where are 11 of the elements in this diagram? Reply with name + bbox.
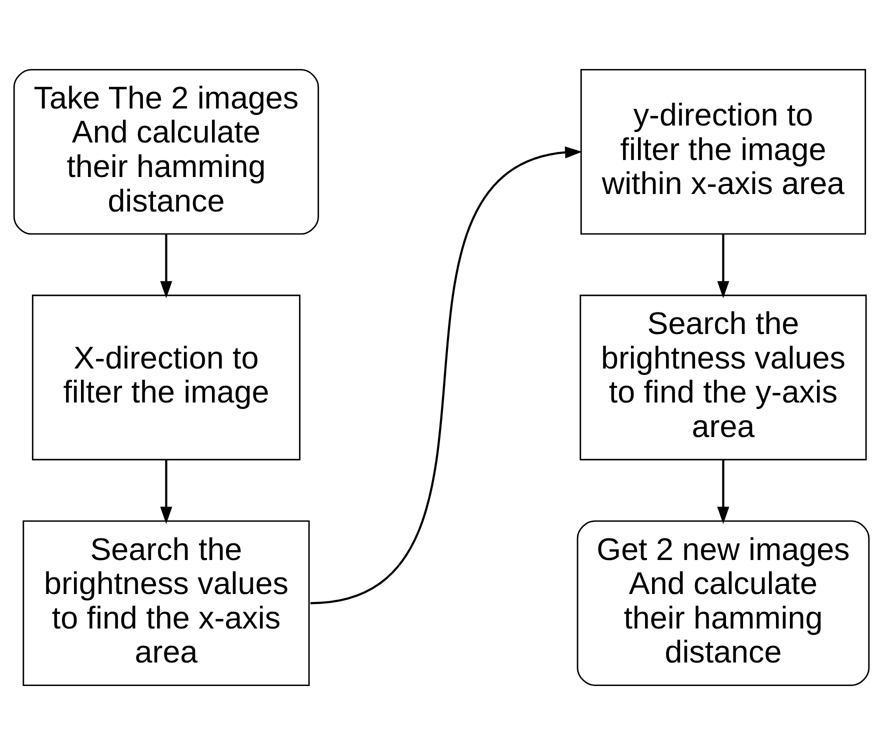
node-box: Get 2 new images And calculate their hamming distance: [576, 520, 870, 686]
node-box: Take The 2 images And calculate their hamming distance: [13, 69, 320, 235]
arrow: [717, 234, 730, 298]
arrow: [717, 460, 730, 524]
arrow: [160, 460, 172, 524]
node-box: X-direction to filter the image: [32, 294, 300, 460]
arrow: [310, 146, 582, 604]
node-box: y-direction to filter the image within x-axis area: [580, 69, 866, 235]
arrow: [160, 234, 172, 298]
node-box: Search the brightness values to find the y-axis area: [580, 294, 867, 460]
node-box: Search the brightness values to find the x-axis area: [22, 520, 310, 686]
